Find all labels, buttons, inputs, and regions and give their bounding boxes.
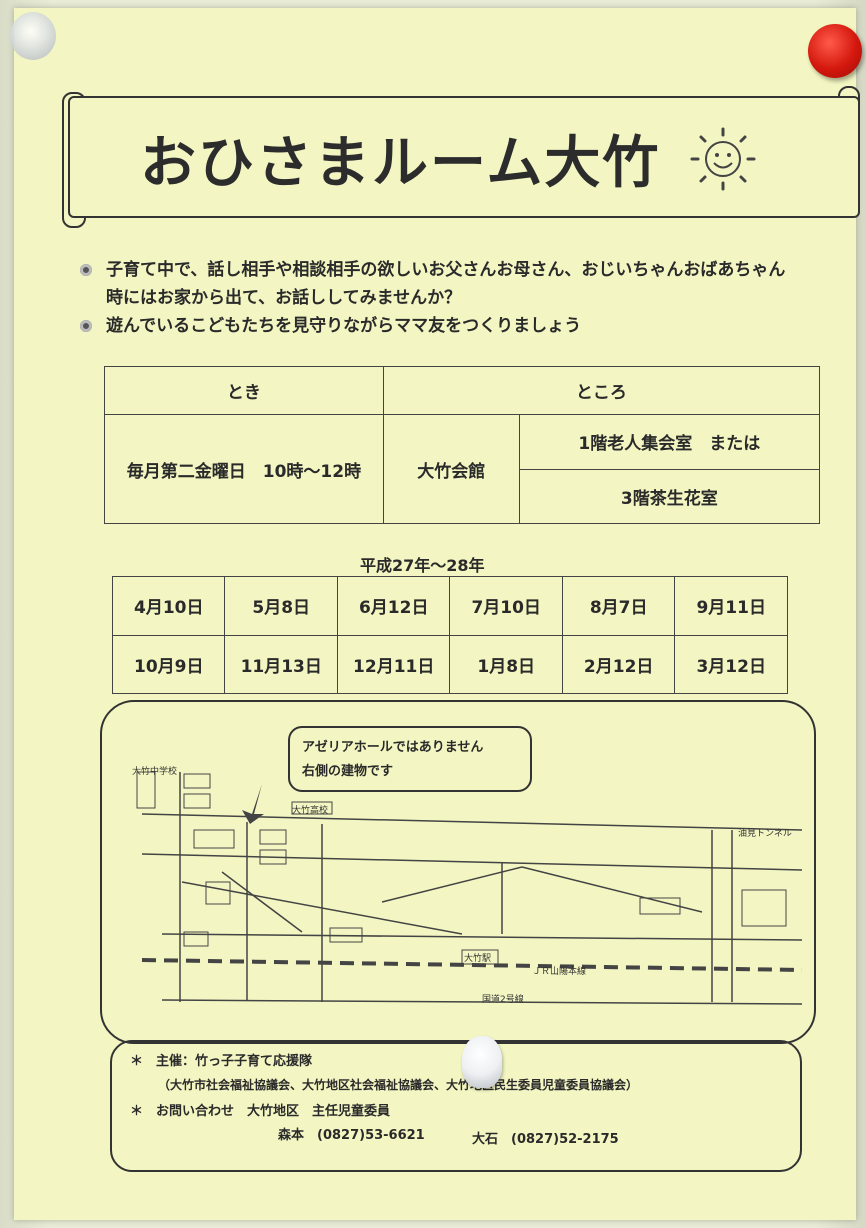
year-label: 平成27年〜28年 xyxy=(360,556,485,575)
map-callout: アゼリアホールではありません 右側の建物です xyxy=(288,726,532,792)
room-2: 3階茶生花室 xyxy=(518,468,821,525)
access-map: アゼリアホールではありません 右側の建物です 大竹高校 大竹駅 ＪＲ山陽本線 国… xyxy=(100,700,816,1044)
map-drawing xyxy=(136,771,803,1005)
map-label-route2: 国道2号線 xyxy=(482,995,524,1005)
callout-line-2: 右側の建物です xyxy=(302,764,394,779)
date-cell: 4月10日 xyxy=(111,576,226,636)
callout-line-1: アゼリアホールではありません xyxy=(302,740,484,755)
star-icon: ＊ xyxy=(130,1054,144,1069)
bullet-icon xyxy=(80,264,92,276)
bullet-icon xyxy=(80,320,92,332)
when-value: 毎月第二金曜日 10時〜12時 xyxy=(104,414,384,524)
white-pushpin-icon xyxy=(462,1036,502,1088)
date-cell: 7月10日 xyxy=(449,576,563,636)
contact-1: 森本 (0827)53-6621 xyxy=(278,1128,425,1143)
date-cell: 11月13日 xyxy=(224,634,338,694)
when-header: とき xyxy=(104,365,384,416)
map-label-high-school: 大竹高校 xyxy=(292,806,329,816)
intro-text: 子育て中で、話し相手や相談相手の欲しいお父さんお母さん、おじいちゃんおばあちゃん… xyxy=(80,256,840,340)
date-cell: 9月11日 xyxy=(674,576,788,636)
intro-line-2: 時にはお家から出て、お話ししてみませんか？ xyxy=(106,288,462,308)
room-1: 1階老人集会室 または xyxy=(518,414,821,470)
date-cell: 10月9日 xyxy=(111,634,226,694)
intro-line-1: 子育て中で、話し相手や相談相手の欲しいお父さんお母さん、おじいちゃんおばあちゃん xyxy=(106,260,786,280)
map-label-station: 大竹駅 xyxy=(464,954,492,964)
red-pushpin-icon xyxy=(808,24,862,78)
footer-box: ＊ 主催：竹っ子子育て応援隊 （大竹市社会福祉協議会、大竹地区社会福祉協議会、大… xyxy=(110,1040,802,1172)
date-cell: 12月11日 xyxy=(336,634,451,694)
map-label-railway: ＪＲ山陽本線 xyxy=(532,967,587,977)
intro-line-3: 遊んでいるこどもたちを見守りながらママ友をつくりましょう xyxy=(106,316,582,336)
date-cell: 2月12日 xyxy=(561,634,676,694)
sun-icon xyxy=(690,127,756,191)
date-cell: 5月8日 xyxy=(224,576,338,636)
contact-2: 大石 (0827)52-2175 xyxy=(472,1132,619,1147)
date-cell: 3月12日 xyxy=(674,634,788,694)
dates-table: 4月10日 5月8日 6月12日 7月10日 8月7日 9月11日 10月9日 … xyxy=(111,576,788,694)
title-banner xyxy=(68,96,860,218)
date-cell: 6月12日 xyxy=(336,576,451,636)
date-cell: 1月8日 xyxy=(449,634,563,694)
organizer: 主催：竹っ子子育て応援隊 xyxy=(156,1054,313,1069)
map-label-tunnel: 油見トンネル xyxy=(738,829,792,839)
date-cell: 8月7日 xyxy=(561,576,676,636)
page-title: おひさまルーム大竹 xyxy=(140,131,661,196)
map-label-school: 大竹中学校 xyxy=(132,767,178,777)
organizer-detail: （大竹市社会福祉協議会、大竹地区社会福祉協議会、大竹地区民生委員児童委員協議会） xyxy=(158,1078,639,1092)
info-table: とき ところ 毎月第二金曜日 10時〜12時 大竹会館 1階老人集会室 または … xyxy=(104,365,821,525)
star-icon: ＊ xyxy=(130,1104,144,1119)
where-header: ところ xyxy=(382,365,821,416)
venue-value: 大竹会館 xyxy=(382,414,520,524)
contact-label: お問い合わせ 大竹地区 主任児童委員 xyxy=(156,1104,391,1119)
clear-pushpin-icon xyxy=(10,12,56,60)
